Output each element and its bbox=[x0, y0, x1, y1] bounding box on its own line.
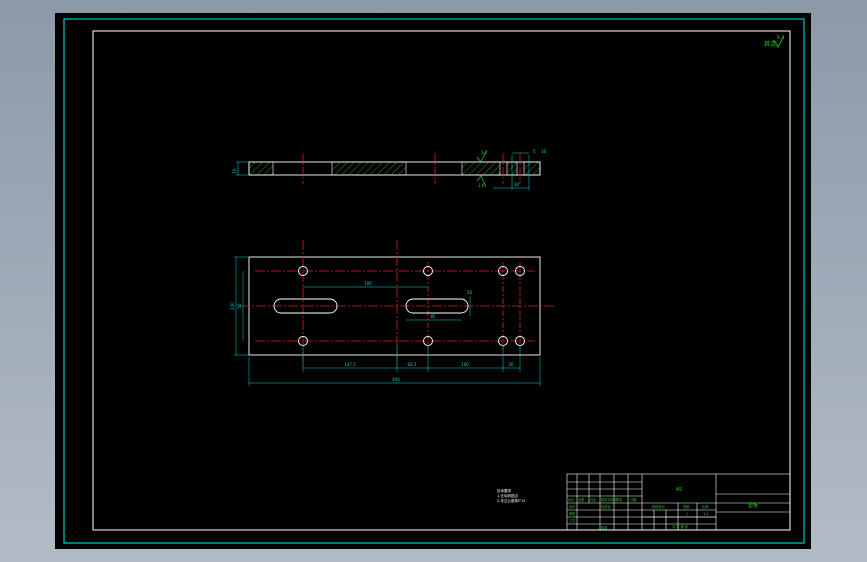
tb-sign-label: 设计 bbox=[569, 504, 576, 509]
slot-right bbox=[405, 298, 469, 314]
tb-row-label: 日期 bbox=[630, 497, 636, 502]
section-view[interactable]: 10 3.2 1.6 5 16 30 bbox=[232, 149, 547, 190]
title-block-outline bbox=[566, 473, 791, 531]
tb-material: 45 bbox=[676, 487, 682, 493]
tb-sign-label: 工艺 bbox=[569, 518, 575, 523]
roughness-other-label: 其余 bbox=[764, 40, 776, 48]
dim-overall-length-text: 400 bbox=[392, 377, 400, 382]
tb-stage-label: 阶段标记 bbox=[652, 504, 666, 509]
dim-slot-length-text: 100 bbox=[364, 281, 372, 286]
tb-quantity: 1 bbox=[686, 512, 688, 516]
section-roughness-top-value: 3.2 bbox=[481, 150, 488, 155]
dim-hole-spacing-right-text: 100 bbox=[461, 362, 469, 367]
tb-row-label: 处数 bbox=[578, 497, 585, 502]
hole bbox=[298, 266, 308, 276]
title-block[interactable] bbox=[566, 473, 791, 531]
tb-row-label: 标记 bbox=[568, 497, 575, 502]
plan-view[interactable]: 120 56 100 85 20 147.5 62.5 100 20 400 bbox=[230, 240, 555, 386]
dim-outer-height-text: 120 bbox=[230, 302, 235, 310]
dim-thickness-text: 10 bbox=[232, 168, 237, 174]
dim-hole-spacing-mid-text: 62.5 bbox=[408, 362, 417, 367]
dim-hole-edge-text: 20 bbox=[508, 362, 514, 367]
inner-frame bbox=[92, 30, 791, 531]
section-hatch-right-c bbox=[523, 161, 541, 176]
section-hatch-left bbox=[248, 161, 274, 176]
tb-sign-label: 审核 bbox=[569, 511, 576, 516]
tb-stage-label: 比例 bbox=[702, 504, 708, 509]
tb-sign-label: 标准化 bbox=[601, 504, 611, 509]
technical-notes-heading: 技术要求 bbox=[497, 488, 511, 493]
roughness-other-value: 6.3 bbox=[777, 35, 784, 41]
dim-right-mid-text: 16 bbox=[541, 149, 547, 154]
outer-border bbox=[63, 18, 805, 544]
dim-hole-spacing-left-text: 147.5 bbox=[344, 362, 356, 367]
dim-right-small-text: 5 bbox=[533, 149, 536, 154]
roughness-check-icon bbox=[773, 35, 785, 48]
tb-row-label: 更改文件号 bbox=[601, 497, 617, 502]
technical-notes-line2: 2.未注公差按IT14 bbox=[497, 498, 526, 503]
technical-notes-line1: 1.去毛刺锐边 bbox=[497, 493, 518, 498]
tb-part-name: 垫板 bbox=[748, 502, 758, 509]
dim-slot-gap-text: 85 bbox=[430, 314, 436, 319]
section-hatch-middle bbox=[331, 161, 407, 176]
roughness-other-symbol: 其余 6.3 bbox=[764, 35, 785, 48]
title-block-text: 45 垫板 标记 处数 分区 更改文件号 签名 日期 设计 标准化 审核 工艺 … bbox=[568, 487, 758, 530]
slot-left bbox=[273, 298, 338, 314]
dim-slot-width-text: 20 bbox=[467, 290, 473, 295]
section-roughness-bottom-icon bbox=[476, 175, 487, 188]
dim-right-large-text: 30 bbox=[514, 182, 520, 187]
hole bbox=[515, 266, 525, 276]
drawing-paper bbox=[55, 13, 811, 549]
dim-inner-height-text: 56 bbox=[237, 303, 242, 309]
technical-notes: 技术要求 1.去毛刺锐边 2.未注公差按IT14 bbox=[497, 488, 526, 503]
tb-sign-label: 批准 bbox=[601, 525, 608, 530]
section-hatch-right-a bbox=[461, 161, 501, 176]
section-roughness-bottom-value: 1.6 bbox=[478, 183, 485, 188]
tb-sheet: 共 张 第 张 bbox=[672, 524, 689, 529]
tb-stage-label: 重量 bbox=[683, 504, 690, 509]
tb-scale: 1:1 bbox=[703, 512, 709, 516]
section-roughness-top-icon bbox=[476, 150, 487, 163]
hole bbox=[423, 266, 433, 276]
tb-row-label: 分区 bbox=[590, 497, 597, 502]
hole bbox=[498, 266, 508, 276]
tb-row-label: 签名 bbox=[616, 497, 622, 502]
